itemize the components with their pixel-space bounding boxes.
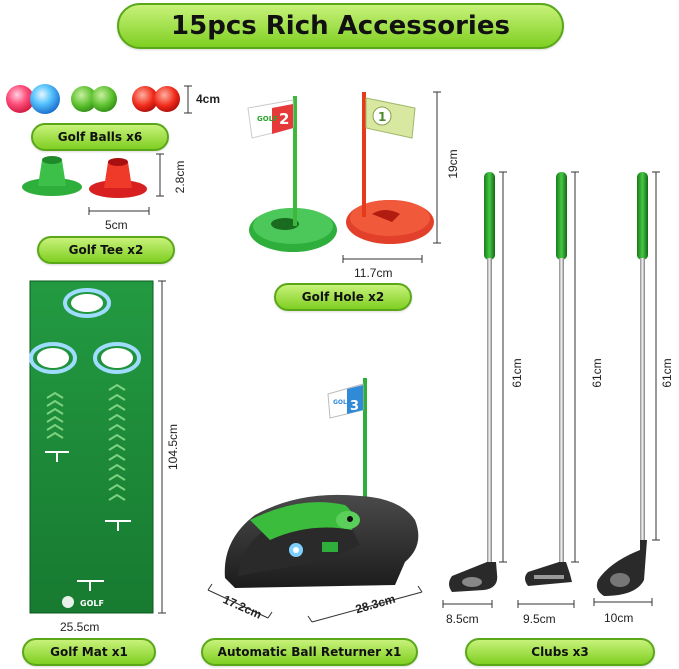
label-golf-balls: Golf Balls x6 bbox=[31, 123, 169, 151]
golf-holes-group bbox=[247, 91, 441, 263]
label-clubs: Clubs x3 bbox=[465, 638, 655, 666]
dim-club-length-3: 61cm bbox=[660, 358, 674, 388]
flag-2-text: GOLF bbox=[257, 115, 278, 123]
dim-mat-width: 25.5cm bbox=[60, 620, 100, 634]
golf-ball-blue bbox=[30, 84, 60, 114]
dim-club-head-3: 10cm bbox=[604, 611, 634, 625]
dim-club-head-1: 8.5cm bbox=[446, 612, 479, 626]
club-shaft bbox=[559, 258, 564, 563]
page-title: 15pcs Rich Accessories bbox=[117, 3, 564, 49]
dim-tee-width: 5cm bbox=[105, 218, 128, 232]
golf-balls-group bbox=[6, 84, 192, 114]
golf-mat-group bbox=[29, 280, 166, 614]
golf-ball-red bbox=[132, 86, 158, 112]
dim-club-length-1: 61cm bbox=[510, 358, 524, 388]
club-grip bbox=[637, 172, 648, 260]
label-golf-mat: Golf Mat x1 bbox=[22, 638, 156, 666]
golf-ball-pink bbox=[6, 85, 34, 113]
club-grip bbox=[556, 172, 567, 260]
club-head bbox=[449, 562, 498, 592]
club-shaft bbox=[640, 258, 645, 543]
golf-mat bbox=[30, 281, 153, 613]
dim-tee-height: 2.8cm bbox=[173, 160, 187, 194]
golf-tees-group bbox=[22, 153, 164, 215]
golf-ball-green bbox=[71, 86, 97, 112]
dim-club-length-2: 61cm bbox=[590, 358, 604, 388]
golf-ball-red bbox=[154, 86, 180, 112]
dim-hole-height: 19cm bbox=[446, 149, 460, 179]
golf-ball-green bbox=[91, 86, 117, 112]
dim-hole-width: 11.7cm bbox=[354, 266, 393, 280]
label-golf-tee: Golf Tee x2 bbox=[37, 236, 175, 264]
dim-mat-length: 104.5cm bbox=[166, 423, 180, 471]
label-ball-returner: Automatic Ball Returner x1 bbox=[201, 638, 418, 666]
flag-3-number: 3 bbox=[350, 399, 359, 414]
club-head bbox=[596, 540, 647, 596]
flag-1-number: 1 bbox=[378, 110, 386, 124]
flag-3-text: GOLF bbox=[333, 399, 351, 406]
ball-returner-group bbox=[207, 378, 423, 623]
flag-2-number: 2 bbox=[279, 110, 289, 128]
dim-club-head-2: 9.5cm bbox=[523, 612, 556, 626]
label-golf-hole: Golf Hole x2 bbox=[274, 283, 412, 311]
clubs-group bbox=[442, 171, 660, 608]
mat-logo-text: GOLF bbox=[80, 599, 104, 608]
club-head bbox=[525, 562, 572, 586]
dim-ball: 4cm bbox=[196, 92, 221, 106]
club-shaft bbox=[487, 258, 492, 563]
club-grip bbox=[484, 172, 495, 260]
